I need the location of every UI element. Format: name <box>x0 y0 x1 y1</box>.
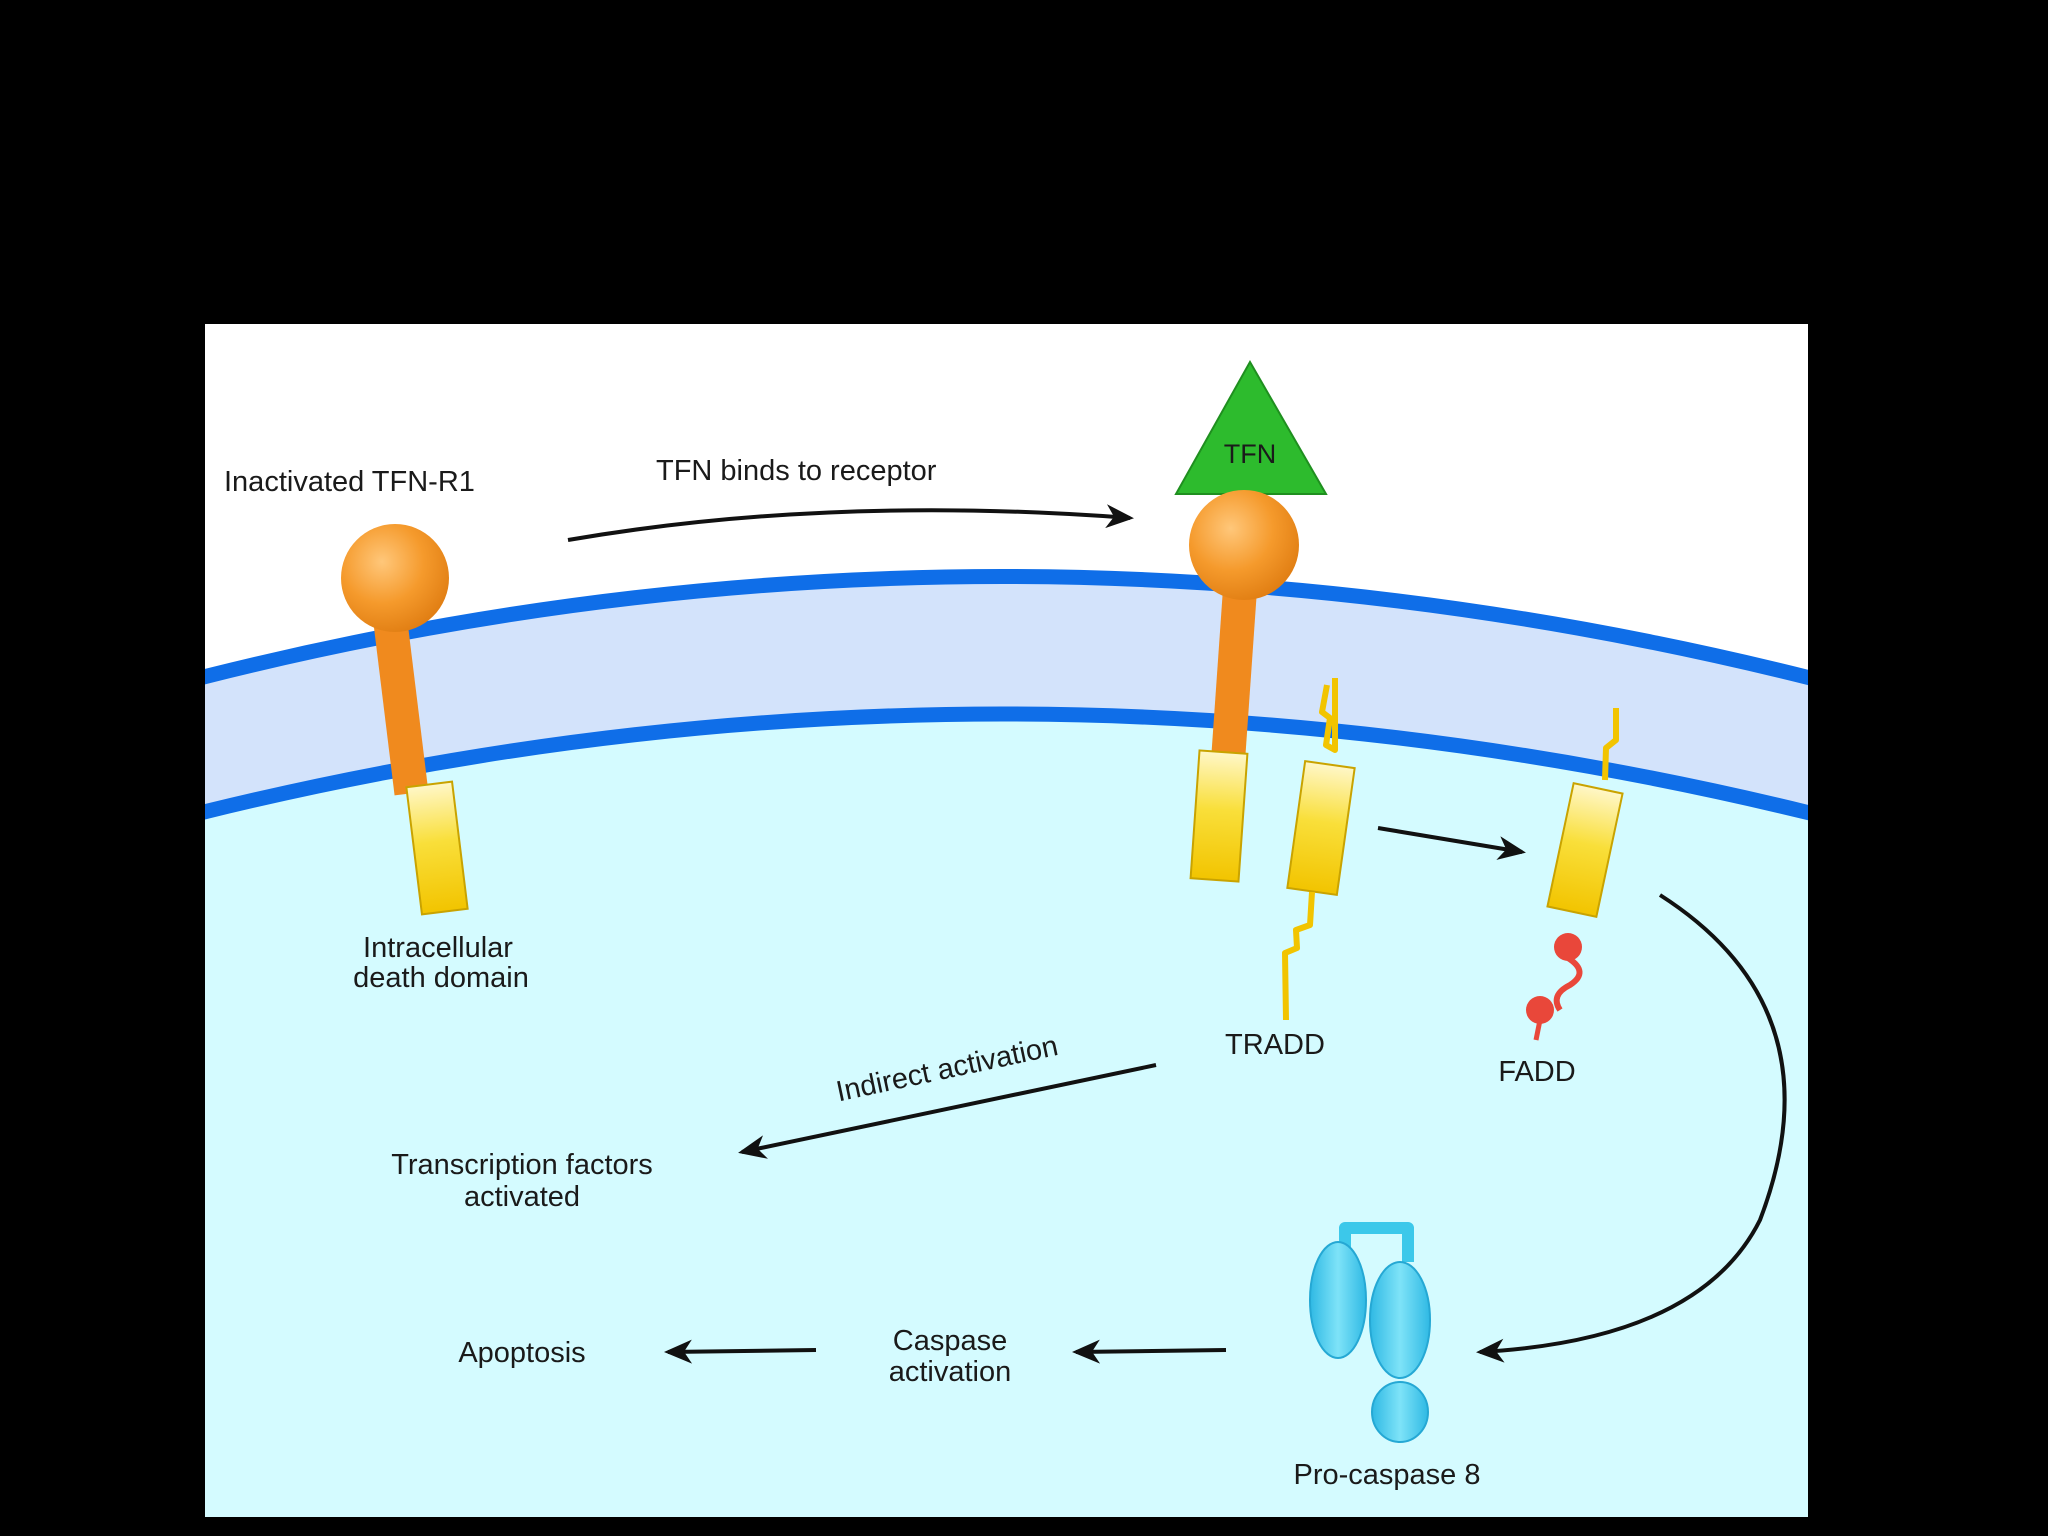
procaspase-bottom-lobe <box>1371 1381 1429 1443</box>
fadd-upper-tail <box>1602 708 1619 781</box>
receptor-stem <box>370 592 429 796</box>
label-fadd: FADD <box>1498 1056 1575 1088</box>
fadd-effector-link <box>1553 955 1583 1012</box>
label-procaspase: Pro-caspase 8 <box>1294 1459 1481 1491</box>
membrane-inner-leaflet <box>205 706 1808 821</box>
fadd-effector-top <box>1554 933 1582 961</box>
arrow-caspase-to-apoptosis <box>664 1339 817 1364</box>
arrow-indirect-activation <box>738 1063 1157 1159</box>
label-apoptosis: Apoptosis <box>458 1337 585 1369</box>
active-receptor <box>1174 359 1328 883</box>
inactive-receptor <box>341 524 469 916</box>
tradd-upper-tail <box>1319 678 1338 753</box>
procaspase-right-lobe <box>1369 1261 1431 1379</box>
fadd-effector-bottom <box>1526 996 1554 1024</box>
fadd-effector-stub <box>1533 1019 1543 1041</box>
active-receptor-head <box>1189 490 1299 600</box>
label-tradd: TRADD <box>1225 1029 1325 1061</box>
arrow-procaspase-to-caspase <box>1072 1339 1227 1364</box>
procaspase-icon <box>1309 1222 1431 1443</box>
label-binding-step: TFN binds to receptor <box>656 455 937 487</box>
label-inactivated-receptor: Inactivated TFN-R1 <box>224 466 475 498</box>
active-death-domain-box <box>1189 749 1249 883</box>
label-ligand: TFN <box>1224 439 1276 469</box>
label-transcription-line2: activated <box>464 1181 580 1213</box>
fadd-icon <box>1526 708 1624 1041</box>
label-death-domain-line2: death domain <box>353 962 529 994</box>
active-receptor-stem <box>1211 589 1257 761</box>
tradd-body <box>1286 760 1356 896</box>
tradd-icon <box>1282 678 1356 1021</box>
death-domain-box <box>405 780 469 916</box>
fadd-body <box>1546 781 1624 919</box>
arrow-fadd-to-procaspase <box>1476 893 1787 1363</box>
pathway-arrows <box>567 504 1787 1364</box>
label-caspase-line1: Caspase <box>893 1325 1007 1357</box>
tradd-lower-tail <box>1282 891 1315 1021</box>
label-caspase-line2: activation <box>889 1356 1012 1388</box>
membrane-band <box>205 576 1808 813</box>
procaspase-left-lobe <box>1309 1241 1367 1359</box>
arrow-tradd-to-fadd <box>1377 826 1526 860</box>
membrane-outer-leaflet <box>205 569 1808 686</box>
receptor-icon <box>341 524 449 632</box>
arrow-binding <box>567 504 1134 542</box>
label-death-domain-line1: Intracellular <box>363 932 513 964</box>
label-transcription-line1: Transcription factors <box>391 1149 653 1181</box>
